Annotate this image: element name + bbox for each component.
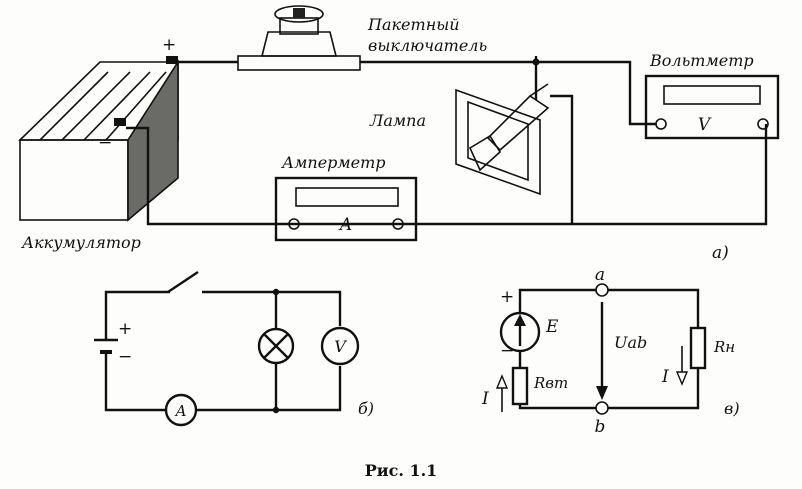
battery-plus-sign: + bbox=[118, 319, 132, 339]
emf-source bbox=[499, 311, 541, 353]
accumulator-plus-sign: + bbox=[162, 35, 176, 55]
battery-minus-sign: − bbox=[118, 347, 132, 367]
ammeter-drawing bbox=[274, 176, 418, 242]
node-a-terminal bbox=[595, 283, 609, 297]
source-current-label: I bbox=[481, 389, 489, 409]
lamp-label: Лампа bbox=[369, 111, 426, 130]
node-b-label: b bbox=[595, 417, 606, 437]
lamp-symbol bbox=[257, 327, 295, 365]
internal-resistor-label: Rвт bbox=[533, 374, 568, 392]
accumulator-label: Аккумулятор bbox=[21, 233, 141, 252]
ammeter-label: Амперметр bbox=[281, 153, 386, 172]
node-b-terminal bbox=[595, 401, 609, 415]
voltmeter-label: Вольтметр bbox=[649, 51, 754, 70]
lamp-drawing bbox=[455, 83, 550, 196]
schematic-ammeter-symbol: A bbox=[174, 402, 187, 420]
packet-switch-drawing bbox=[237, 5, 361, 71]
part-v-label: в) bbox=[724, 399, 740, 418]
load-resistor bbox=[689, 326, 707, 370]
load-resistor-label: Rн bbox=[713, 338, 735, 356]
switch-label-line2: выключатель bbox=[368, 36, 487, 55]
emf-label: E bbox=[545, 317, 559, 337]
voltmeter-circle bbox=[320, 326, 360, 366]
part-b-label: б) bbox=[358, 399, 374, 418]
part-a-label: а) bbox=[712, 243, 729, 263]
switch-label-line1: Пакетный bbox=[367, 15, 460, 34]
pictorial-wires bbox=[126, 56, 768, 226]
voltmeter-symbol: V bbox=[698, 115, 712, 135]
ammeter-symbol: A bbox=[338, 215, 352, 235]
accumulator-minus-sign: − bbox=[98, 133, 112, 153]
emf-minus-sign: − bbox=[500, 341, 514, 361]
emf-plus-sign: + bbox=[500, 287, 514, 307]
pictorial-circuit: + − Аккумулятор Пакетный выключатель bbox=[18, 5, 780, 263]
voltage-label: Uab bbox=[614, 333, 647, 352]
schematic-b: + − V A б) bbox=[90, 271, 374, 427]
load-current-label: I bbox=[661, 367, 669, 387]
accumulator-drawing bbox=[18, 56, 179, 222]
ammeter-circle bbox=[164, 393, 198, 427]
schematic-v: E + − Rвт Rн Uab I I a b в) bbox=[481, 265, 740, 437]
internal-resistor bbox=[511, 366, 529, 406]
figure-caption: Рис. 1.1 bbox=[365, 461, 438, 480]
voltmeter-drawing bbox=[644, 74, 780, 140]
schematic-voltmeter-symbol: V bbox=[334, 337, 347, 356]
node-a-label: a bbox=[595, 265, 605, 285]
